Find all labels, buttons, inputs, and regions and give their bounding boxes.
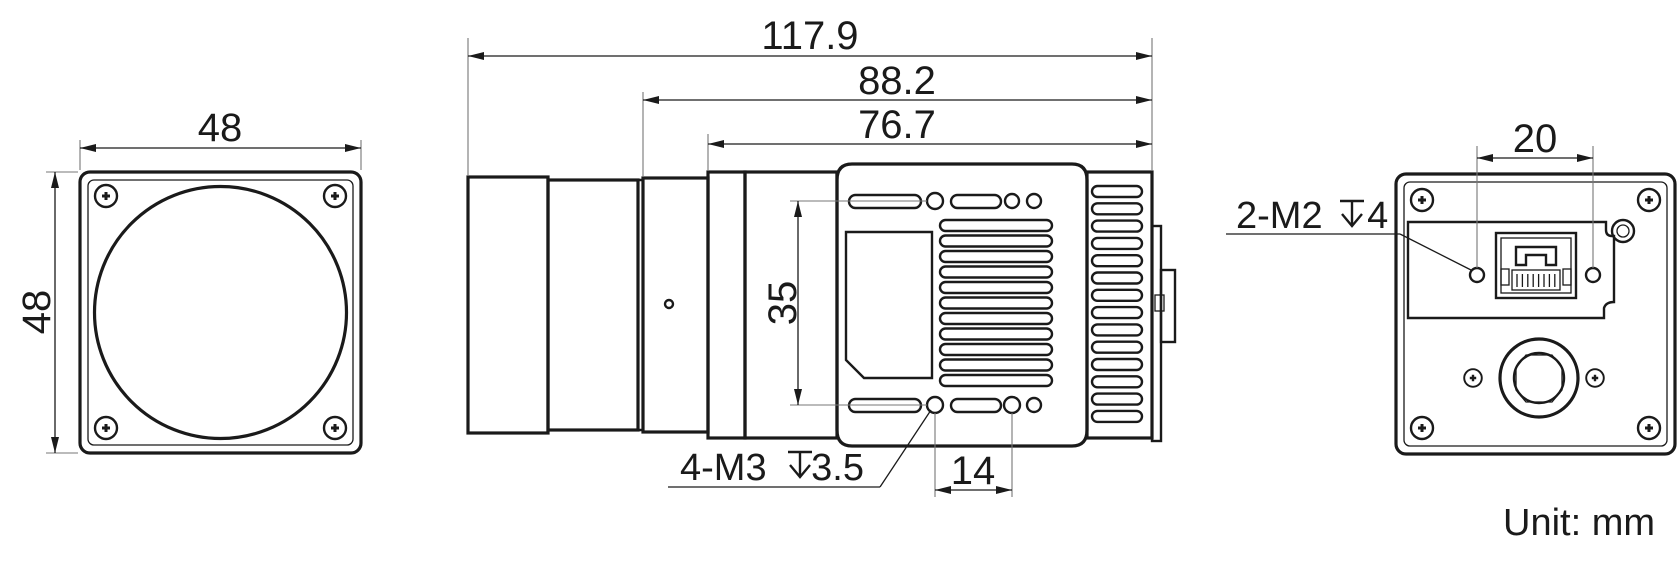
cooling-fin-slot xyxy=(1090,340,1144,354)
unit-label: Unit: mm xyxy=(1503,502,1655,544)
cooling-fin-slot xyxy=(1090,271,1144,285)
rear-mount-hole xyxy=(1584,266,1602,284)
lens-mount-circle xyxy=(92,184,349,441)
front-screw-icon xyxy=(93,415,119,441)
rear-screw-icon xyxy=(1409,187,1435,213)
front-screw-icon xyxy=(322,183,348,209)
connector-panel xyxy=(1406,220,1616,320)
cooling-fin-slot xyxy=(1090,236,1144,251)
cooling-fin-slot xyxy=(938,218,1054,233)
rear-hole-note: 2-M2 4 xyxy=(1236,195,1388,237)
lens-barrel-ring xyxy=(546,178,640,432)
mount-hole-note-prefix: 4-M3 xyxy=(680,447,777,489)
front-screw-icon xyxy=(93,183,119,209)
housing-length-label: 76.7 xyxy=(858,103,936,147)
overall-length-label: 117.9 xyxy=(761,14,858,58)
cooling-fin-slot xyxy=(938,311,1054,326)
cooling-fin-slot xyxy=(1090,305,1144,320)
rear-body-inner-outline xyxy=(1403,181,1668,447)
rear-screw-icon xyxy=(1409,415,1435,441)
front-body-inner-outline xyxy=(87,179,354,446)
mount-hole xyxy=(1002,395,1022,415)
cooling-fin-slot xyxy=(938,296,1054,310)
lens-index-dot xyxy=(663,298,675,310)
front-body-outline xyxy=(78,170,363,455)
cooling-fin-slot xyxy=(1090,202,1144,216)
mount-ring xyxy=(706,170,747,440)
hole-horizontal-spacing-label: 14 xyxy=(951,449,996,493)
side-view: 117.9 88.2 76.7 35 14 4-M3 3.5 xyxy=(466,14,1177,497)
cooling-fin-slot xyxy=(1090,323,1144,337)
cooling-fin-slot xyxy=(1090,392,1144,406)
cooling-fins xyxy=(938,218,1054,388)
rear-body-outline xyxy=(1394,172,1677,456)
mount-hole xyxy=(925,191,945,211)
front-screw-icon xyxy=(322,415,348,441)
rear-cooling-fins xyxy=(1090,184,1144,424)
cooling-fin-slot xyxy=(938,280,1054,295)
cooling-fin-slot xyxy=(1090,184,1144,199)
rear-hole-spacing-label: 20 xyxy=(1513,117,1558,161)
power-connector-inner xyxy=(1512,351,1566,405)
mount-hole-note-depth: 3.5 xyxy=(811,447,864,489)
cooling-fin-slot xyxy=(1090,357,1144,372)
label-recess xyxy=(844,230,934,380)
cooling-fin-slot xyxy=(1090,409,1144,424)
cooling-fin-slot xyxy=(938,265,1054,279)
cooling-fin-slot xyxy=(1090,288,1144,302)
mount-hole-note: 4-M3 3.5 xyxy=(680,447,864,489)
rear-screw-icon xyxy=(1636,187,1662,213)
cooling-fin-slot xyxy=(938,373,1054,388)
rear-hole-note-prefix: 2-M2 xyxy=(1236,195,1333,237)
lens-barrel-front xyxy=(466,175,550,435)
cooling-fin-slot xyxy=(1090,375,1144,389)
lens-barrel-rear xyxy=(641,176,710,434)
power-connector-outer xyxy=(1498,337,1580,419)
cooling-fin-slot xyxy=(1090,219,1144,233)
camera-housing xyxy=(835,162,1089,448)
connector-screw-icon xyxy=(1463,368,1483,388)
front-view: 48 48 xyxy=(15,106,363,455)
rear-mount-hole xyxy=(1468,266,1486,284)
status-led-inner xyxy=(1616,224,1630,238)
cooling-fin-slot xyxy=(938,342,1054,357)
hole-vertical-spacing-label: 35 xyxy=(761,281,805,326)
ethernet-port-icon xyxy=(1494,231,1578,300)
cooling-fin-slot xyxy=(938,358,1054,372)
body-length-label: 88.2 xyxy=(858,59,936,103)
rear-screw-icon xyxy=(1636,415,1662,441)
status-led xyxy=(1610,218,1636,244)
mount-hole xyxy=(925,395,945,415)
cooling-fin-slot xyxy=(938,249,1054,264)
cooling-fin-slot xyxy=(938,327,1054,341)
front-height-label: 48 xyxy=(15,290,59,335)
rear-view: 20 2-M2 4 xyxy=(1226,117,1677,456)
cooling-fin-slot xyxy=(938,234,1054,248)
cooling-fin-slot xyxy=(1090,253,1144,268)
rear-hole-note-depth: 4 xyxy=(1367,195,1388,237)
connector xyxy=(1159,268,1177,344)
front-width-label: 48 xyxy=(198,106,243,150)
depth-symbol-icon xyxy=(788,450,812,479)
depth-symbol-icon xyxy=(1340,199,1364,228)
connector-screw-icon xyxy=(1585,368,1605,388)
